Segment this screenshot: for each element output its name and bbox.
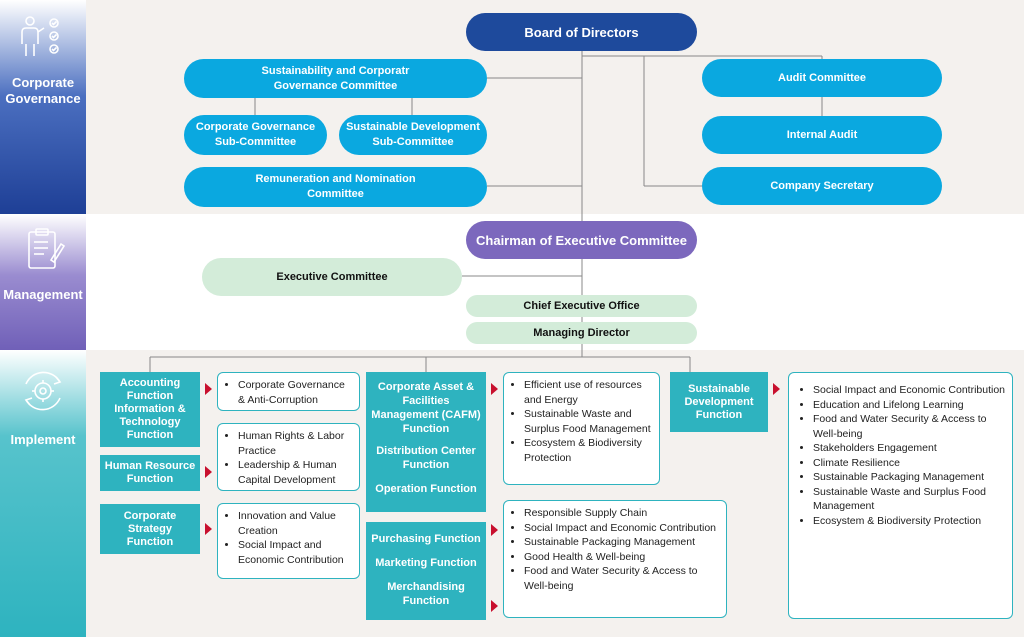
cafm-function: Corporate Asset & Facilities Management … xyxy=(371,381,481,435)
arrow-icon xyxy=(205,466,212,478)
governance-label: Corporate Governance xyxy=(5,75,81,106)
arrow-icon xyxy=(773,383,780,395)
commercial-group: Purchasing Function Marketing Function M… xyxy=(366,522,486,620)
list-item: Good Health & Well-being xyxy=(524,550,720,565)
chairman-executive-committee: Chairman of Executive Committee xyxy=(466,221,697,259)
list-item: Corporate Governance & Anti-Corruption xyxy=(238,378,353,407)
arrow-icon xyxy=(491,600,498,612)
governance-side-panel: Corporate Governance xyxy=(0,0,86,214)
arrow-icon xyxy=(491,524,498,536)
accounting-it-function: Accounting Function Information & Techno… xyxy=(100,372,200,447)
list-item: Sustainable Packaging Management xyxy=(524,535,720,550)
marketing-function: Marketing Function xyxy=(375,557,477,569)
strategy-topics: Innovation and Value Creation Social Imp… xyxy=(217,503,360,579)
sustainability-committee: Sustainability and Corporatr Governance … xyxy=(184,59,487,98)
merchandising-function: Merchandising Function xyxy=(387,581,465,607)
list-item: Sustainable Waste and Surplus Food Manag… xyxy=(524,407,653,436)
list-item: Climate Resilience xyxy=(813,456,1006,471)
management-side-panel: Management xyxy=(0,214,86,350)
operations-topics: Efficient use of resources and Energy Su… xyxy=(503,372,660,485)
management-label: Management xyxy=(3,287,83,302)
implement-side-panel: Implement xyxy=(0,350,86,637)
list-item: Efficient use of resources and Energy xyxy=(524,378,653,407)
arrow-icon xyxy=(205,383,212,395)
managing-director: Managing Director xyxy=(466,322,697,344)
list-item: Social Impact and Economic Contribution xyxy=(238,538,353,567)
purchasing-function: Purchasing Function xyxy=(371,533,481,545)
internal-audit: Internal Audit xyxy=(702,116,942,154)
operations-group: Corporate Asset & Facilities Management … xyxy=(366,372,486,512)
list-item: Innovation and Value Creation xyxy=(238,509,353,538)
accounting-topics: Corporate Governance & Anti-Corruption xyxy=(217,372,360,411)
list-item: Leadership & Human Capital Development xyxy=(238,458,353,487)
operation-function: Operation Function xyxy=(375,483,477,495)
list-item: Sustainable Waste and Surplus Food Manag… xyxy=(813,485,1006,514)
governance-checklist-icon xyxy=(21,16,59,56)
list-item: Social Impact and Economic Contribution xyxy=(813,383,1006,398)
sustainable-development-function: Sustainable Development Function xyxy=(670,372,768,432)
chief-executive-office: Chief Executive Office xyxy=(466,295,697,317)
sd-subcommittee: Sustainable Development Sub-Committee xyxy=(339,115,487,155)
list-item: Social Impact and Economic Contribution xyxy=(524,521,720,536)
clipboard-icon xyxy=(28,228,66,269)
sustainable-development-topics: Social Impact and Economic Contribution … xyxy=(788,372,1013,619)
list-item: Food and Water Security & Access to Well… xyxy=(813,412,1006,441)
list-item: Responsible Supply Chain xyxy=(524,506,720,521)
cg-subcommittee: Corporate Governance Sub-Committee xyxy=(184,115,327,155)
company-secretary: Company Secretary xyxy=(702,167,942,205)
list-item: Sustainable Packaging Management xyxy=(813,470,1006,485)
list-item: Stakeholders Engagement xyxy=(813,441,1006,456)
cycle-gear-icon xyxy=(24,371,62,411)
strategy-function: Corporate Strategy Function xyxy=(100,504,200,554)
commercial-topics: Responsible Supply Chain Social Impact a… xyxy=(503,500,727,618)
list-item: Education and Lifelong Learning xyxy=(813,398,1006,413)
list-item: Food and Water Security & Access to Well… xyxy=(524,564,720,593)
hr-topics: Human Rights & Labor Practice Leadership… xyxy=(217,423,360,491)
executive-committee: Executive Committee xyxy=(202,258,462,296)
board-of-directors: Board of Directors xyxy=(466,13,697,51)
list-item: Ecosystem & Biodiversity Protection xyxy=(524,436,653,465)
arrow-icon xyxy=(491,383,498,395)
list-item: Human Rights & Labor Practice xyxy=(238,429,353,458)
distribution-center-function: Distribution Center Function xyxy=(376,445,476,471)
remuneration-committee: Remuneration and Nomination Committee xyxy=(184,167,487,207)
implement-label: Implement xyxy=(10,432,76,447)
list-item: Ecosystem & Biodiversity Protection xyxy=(813,514,1006,529)
arrow-icon xyxy=(205,523,212,535)
audit-committee: Audit Committee xyxy=(702,59,942,97)
hr-function: Human Resource Function xyxy=(100,455,200,491)
